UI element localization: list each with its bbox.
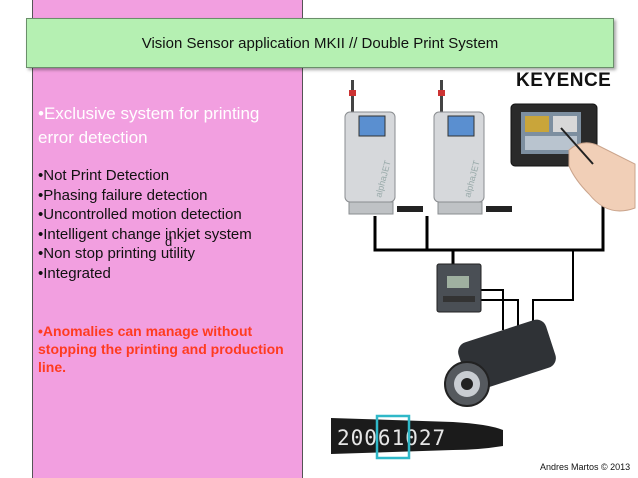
intro-text: •Exclusive system for printing error det… [38,104,260,147]
cabling [373,163,605,330]
controller-unit [436,263,482,313]
hand-with-stylus [560,127,636,212]
feature-item: •Uncontrolled motion detection [38,206,242,223]
anomaly-text: •Anomalies can manage without stopping t… [38,323,284,375]
stray-character: d [165,234,173,249]
slide-title: Vision Sensor application MKII // Double… [141,34,499,52]
feature-item: •Intelligent change inkjet system [38,225,252,243]
highlight-box [375,414,411,460]
feature-list: •Not Print Detection •Phasing failure de… [38,166,300,283]
feature-item: •Non stop printing utility [38,245,195,262]
feature-item: •Integrated [38,264,111,282]
keyence-logo: KEYENCE [516,70,612,91]
print-code-text: 20061027 [337,426,446,450]
inkjet-printer-1: alphaJET [344,80,423,215]
vision-camera [444,319,556,407]
feature-item: •Phasing failure detection [38,186,208,204]
left-panel [32,0,303,478]
system-illustration: alphaJET alphaJET 20061 [331,80,636,460]
footer-credit: Andres Martos © 2013 [540,462,631,472]
feature-item: •Not Print Detection [38,167,170,184]
slide-title-bar: Vision Sensor application MKII // Double… [26,18,614,68]
printed-code-sample: 20061027 [331,414,503,460]
inkjet-printer-2: alphaJET [433,80,512,215]
